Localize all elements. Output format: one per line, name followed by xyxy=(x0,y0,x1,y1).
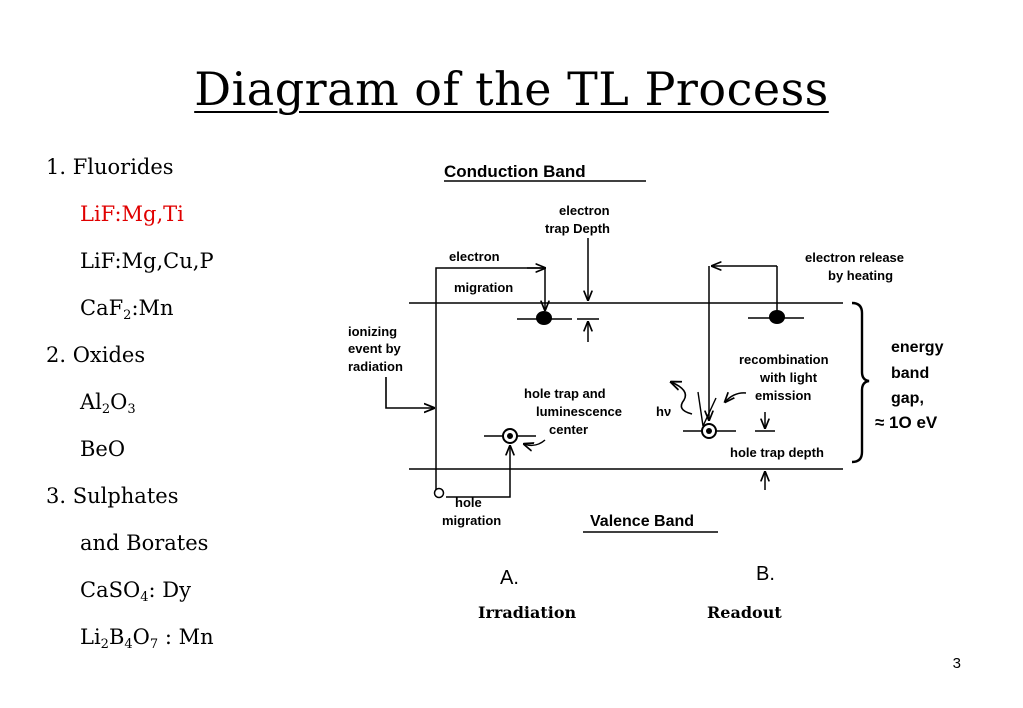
recomb-label-3: emission xyxy=(755,388,811,403)
list-item-sulphates: 3. Sulphates xyxy=(46,484,179,508)
recomb-label-1: recombination xyxy=(739,352,829,367)
caption-readout: Readout xyxy=(707,603,782,622)
list-item-beo: BeO xyxy=(80,437,126,461)
conduction-band-label: Conduction Band xyxy=(444,162,586,181)
energy-label-1: energy xyxy=(891,339,944,356)
panel-b-label: B. xyxy=(756,563,775,585)
trapped-electron-b xyxy=(769,310,785,324)
hole-circle xyxy=(433,487,445,499)
list-item-fluorides: 1. Fluorides xyxy=(46,155,174,179)
hole-trap-label-3: center xyxy=(549,422,588,437)
energy-label-2: band xyxy=(891,365,929,382)
hole-migration-label-1: hole xyxy=(455,495,482,510)
slide-title: Diagram of the TL Process xyxy=(194,62,829,116)
release-label-2: by heating xyxy=(828,268,893,283)
hole-trap-pointer xyxy=(524,439,546,445)
list-item-borates: and Borates xyxy=(80,531,209,555)
ionizing-label-3: radiation xyxy=(348,359,403,374)
panel-a-label: A. xyxy=(500,567,519,589)
hole-trap-a-center xyxy=(507,433,513,439)
ionizing-label-2: event by xyxy=(348,341,402,356)
electron-trap-label-1: electron xyxy=(559,203,610,218)
band-gap-bracket xyxy=(851,301,870,464)
energy-label-4: ≈ 1O eV xyxy=(875,413,938,432)
energy-label-3: gap, xyxy=(891,390,924,407)
list-item-lif-mgcup: LiF:Mg,Cu,P xyxy=(80,249,214,273)
electron-migration-label-2: migration xyxy=(454,280,513,295)
release-label-1: electron release xyxy=(805,250,904,265)
hole-migration-path xyxy=(446,446,510,498)
list-item-oxides: 2. Oxides xyxy=(46,343,146,367)
hv-label: hν xyxy=(656,404,671,419)
ionizing-label-1: ionizing xyxy=(348,324,397,339)
electron-migration-label-1: electron xyxy=(449,249,500,264)
electron-migration-path xyxy=(435,267,545,492)
ionizing-arrow xyxy=(385,377,434,408)
valence-band-label: Valence Band xyxy=(590,513,694,530)
electron-trap-label-2: trap Depth xyxy=(545,221,610,236)
list-item-al2o3: Al2O3 xyxy=(80,390,136,417)
recomb-label-2: with light xyxy=(759,370,818,385)
caption-irradiation: Irradiation xyxy=(478,603,577,622)
recomb-pointer xyxy=(725,393,747,402)
hole-migration-label-2: migration xyxy=(442,513,501,528)
hole-trap-depth-label: hole trap depth xyxy=(730,445,824,460)
photon-arrow xyxy=(671,382,693,415)
hole-trap-b-center xyxy=(706,428,712,434)
hole-trap-label-2: luminescence xyxy=(536,404,622,419)
recomb-v-left xyxy=(697,391,704,427)
recomb-v-right xyxy=(702,397,717,427)
list-item-caso4: CaSO4: Dy xyxy=(80,578,191,605)
trapped-electron-a xyxy=(536,311,552,325)
list-item-lif-mgti: LiF:Mg,Ti xyxy=(80,202,184,226)
hole-trap-label-1: hole trap and xyxy=(524,386,606,401)
list-item-li2b4o7: Li2B4O7 : Mn xyxy=(80,625,214,652)
list-item-caf2: CaF2:Mn xyxy=(80,296,174,323)
page-number: 3 xyxy=(952,655,961,672)
